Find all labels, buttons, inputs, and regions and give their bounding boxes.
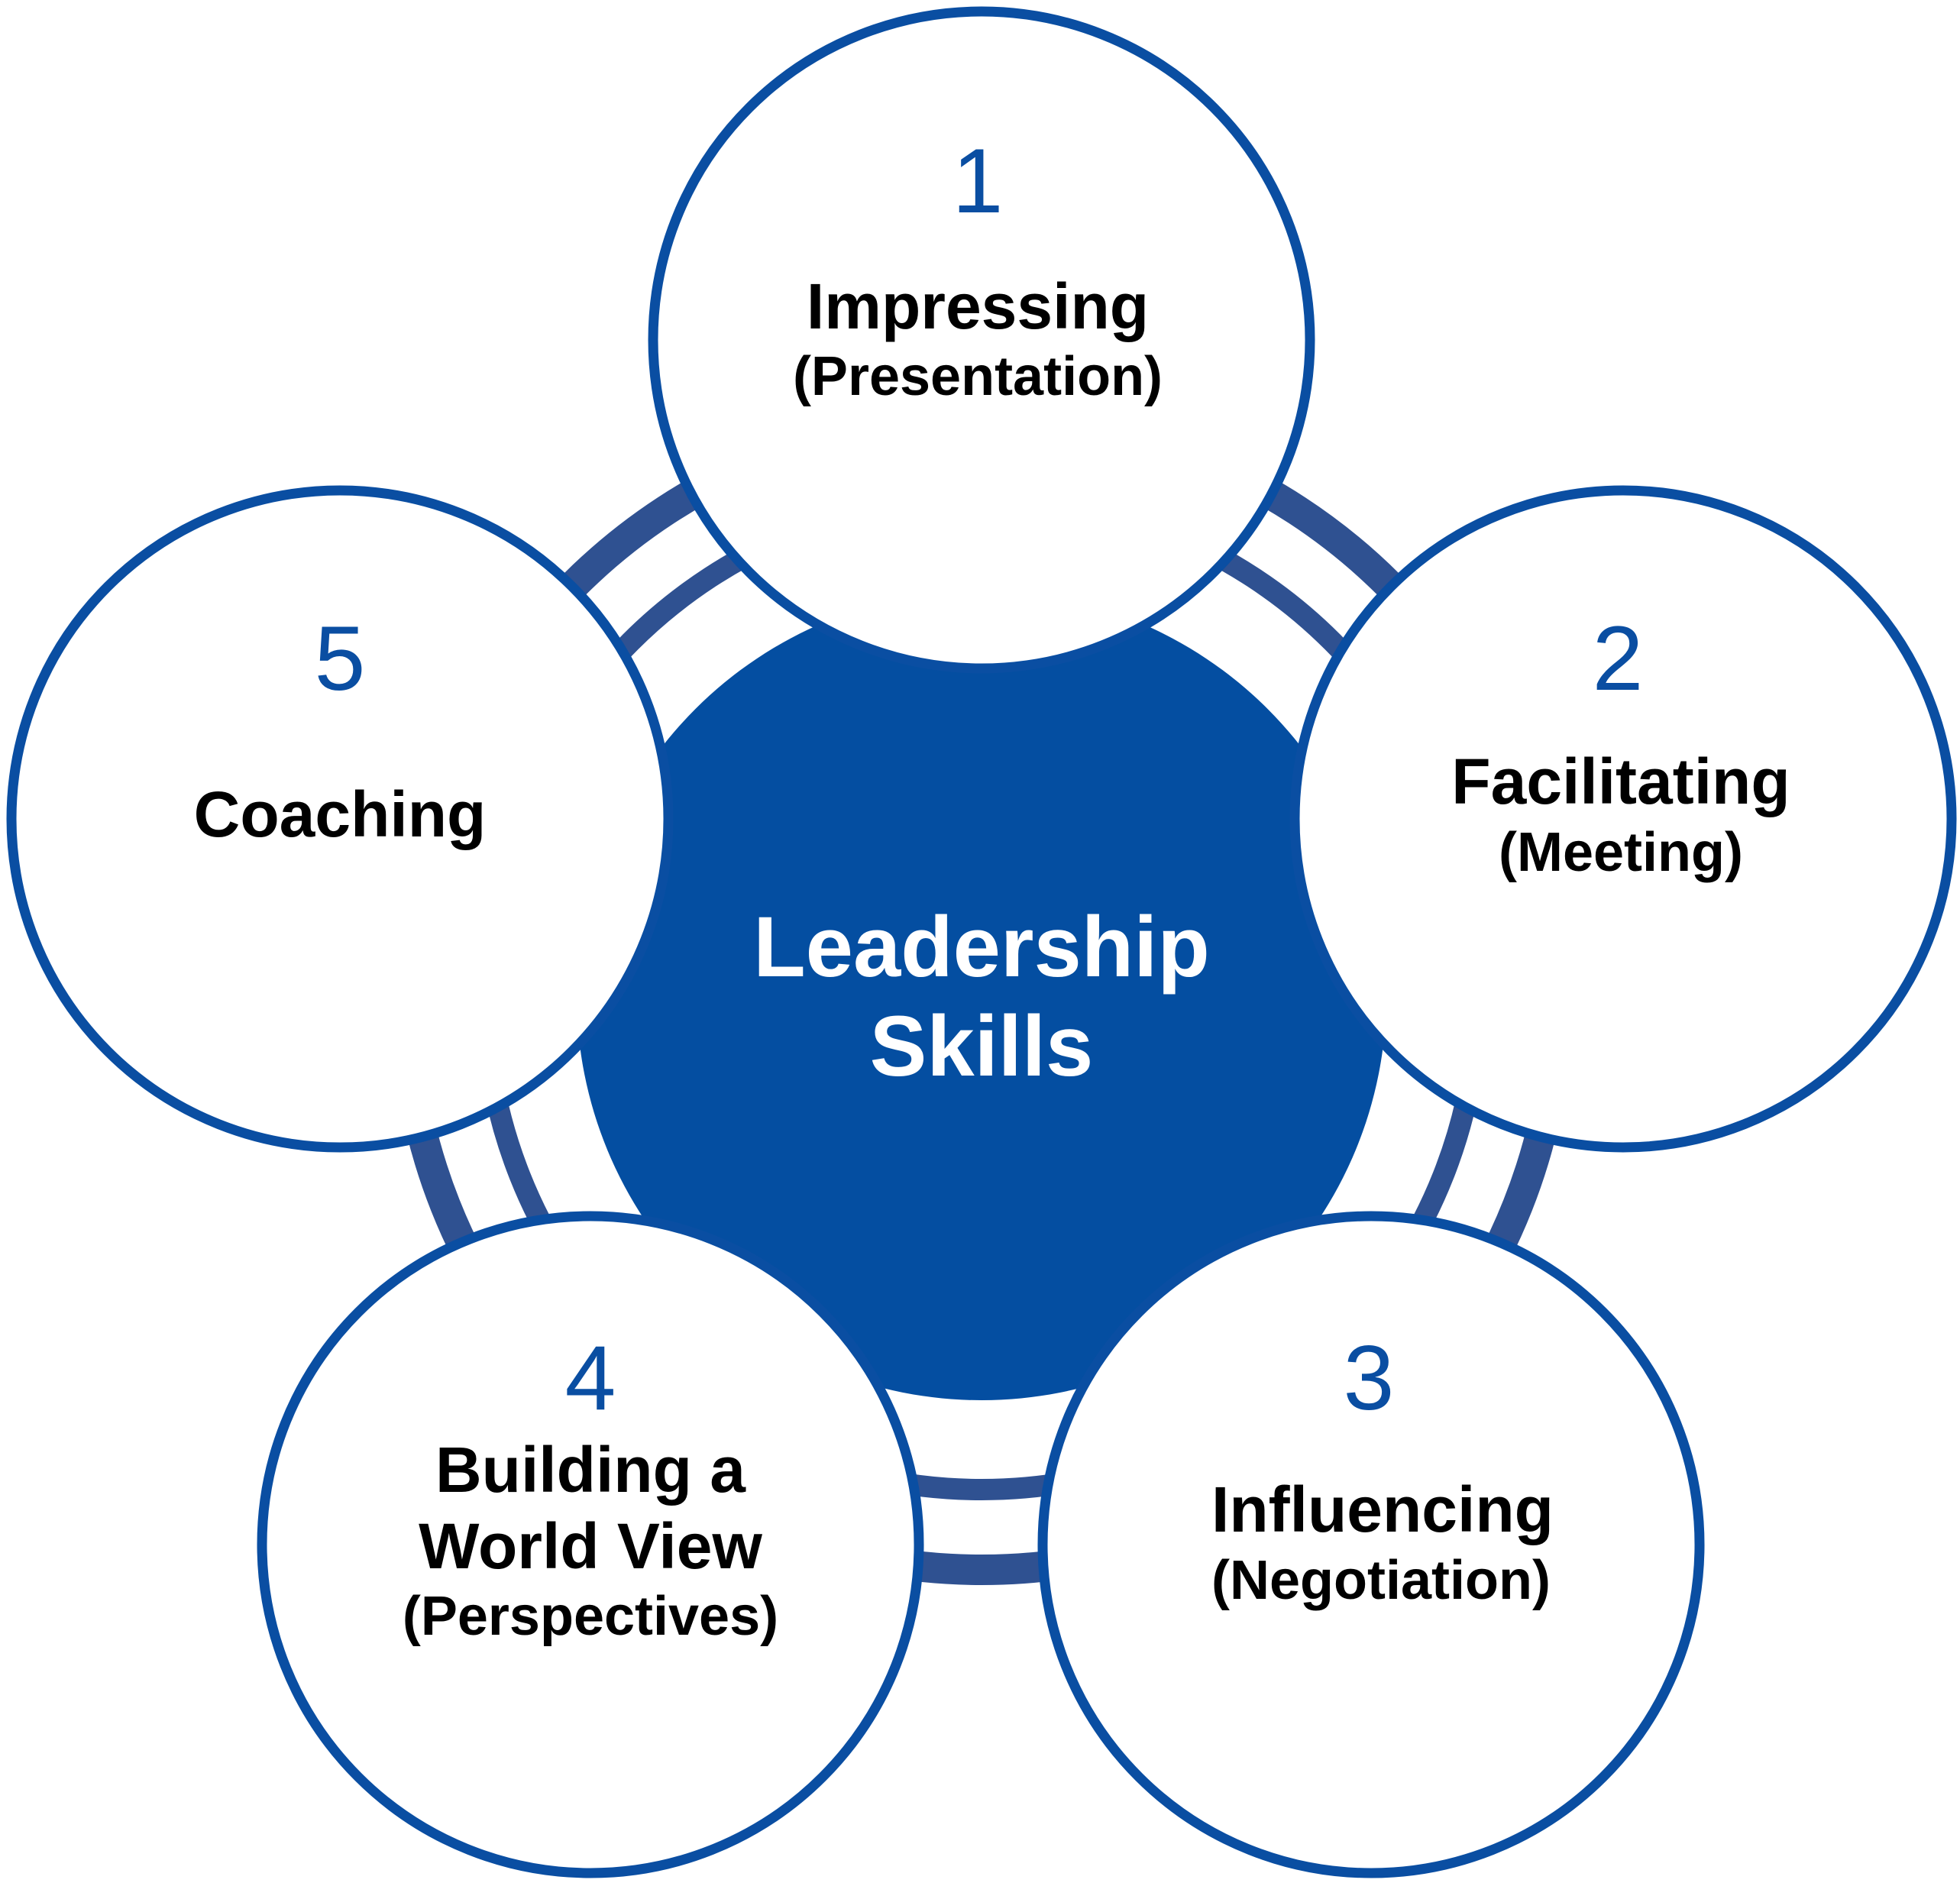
center-title-line2: Skills (870, 998, 1094, 1094)
center-hub: Leadership Skills (577, 590, 1386, 1400)
skill-node-1-number: 1 (953, 130, 1004, 232)
skill-node-1: 1 Impressing (Presentation) (648, 6, 1315, 674)
skill-node-3-subtitle: (Negotiation) (1211, 1550, 1551, 1611)
skill-node-4-title: Building a (435, 1434, 746, 1506)
skill-node-4: 4 Building a World View (Perspectives) (257, 1211, 924, 1878)
skill-node-5: 5 Coaching (6, 485, 674, 1153)
center-title-line1: Leadership (753, 899, 1210, 995)
skill-node-4-number: 4 (565, 1327, 616, 1429)
skill-node-1-subtitle: (Presentation) (793, 346, 1163, 407)
skill-node-4-circle (257, 1211, 924, 1878)
skill-node-3-title: Influencing (1211, 1474, 1554, 1545)
skill-node-4-subtitle: (Perspectives) (403, 1586, 778, 1647)
skill-node-2: 2 Facilitating (Meeting) (1289, 485, 1957, 1153)
skill-node-5-title: Coaching (194, 778, 487, 850)
skill-node-1-title: Impressing (807, 270, 1149, 342)
skill-node-3: 3 Influencing (Negotiation) (1037, 1211, 1705, 1878)
skill-node-3-number: 3 (1344, 1327, 1395, 1429)
skill-node-5-number: 5 (315, 607, 366, 710)
skill-node-3-circle (1037, 1211, 1705, 1878)
skill-node-2-number: 2 (1593, 607, 1644, 710)
skill-node-4-title-line2: World View (419, 1510, 762, 1582)
skill-node-5-circle (6, 485, 674, 1153)
skill-node-2-subtitle: (Meeting) (1499, 822, 1743, 883)
skill-node-1-circle (648, 6, 1315, 674)
center-circle (577, 590, 1386, 1400)
skill-node-2-circle (1289, 485, 1957, 1153)
skill-node-2-title: Facilitating (1451, 746, 1790, 817)
